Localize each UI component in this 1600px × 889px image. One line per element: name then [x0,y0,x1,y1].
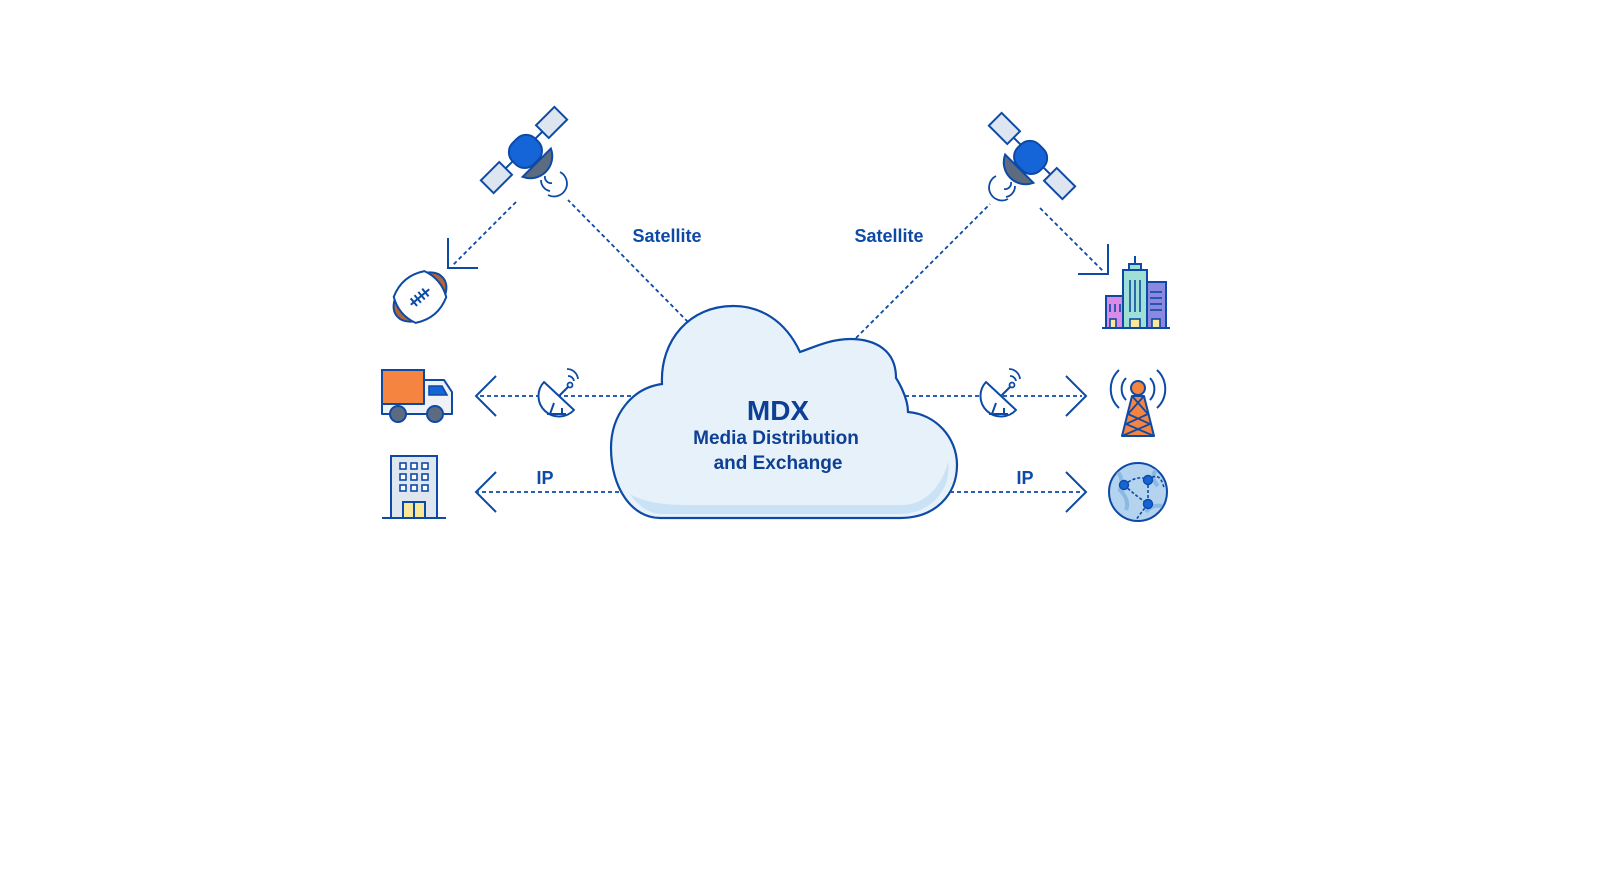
ip-left-label: IP [536,468,553,488]
globe-network-icon [1108,462,1168,522]
line-cloud-to-right-satellite [855,203,991,339]
cloud-subtitle-line2: and Exchange [714,453,843,474]
satellite-signal-icon [540,171,568,198]
cloud-title: MDX [747,395,810,426]
satellite-icon [479,105,569,195]
line-cloud-to-left-satellite [567,199,689,323]
arrow-head-football [447,238,478,269]
ip-right-label: IP [1016,468,1033,488]
satellite-icon [987,111,1077,201]
satellite-left-label: Satellite [632,226,701,246]
line-right-satellite-to-city [1039,207,1105,273]
line-left-satellite-to-football [451,201,517,267]
cloud-subtitle-line1: Media Distribution [693,428,859,449]
arrow-head-tower [1065,375,1088,417]
arrow-head-office [474,471,497,513]
mdx-cloud: MDX Media Distribution and Exchange [609,304,959,520]
cloud-shadow [630,462,949,514]
arrow-heads [447,238,1109,513]
satellite-right-label: Satellite [854,226,923,246]
broadcast-tower-icon [1109,369,1167,437]
dish-antenna-icon [537,367,579,418]
cloud-shape [609,304,959,520]
arrow-head-city [1078,244,1109,275]
dish-antenna-icon [979,367,1021,418]
arrow-head-truck [474,375,497,417]
city-buildings-icon [1102,256,1170,329]
satellite-signal-icon [988,175,1016,202]
truck-icon [381,369,453,423]
football-icon [392,270,448,324]
office-building-icon [382,455,446,519]
arrow-head-globe [1065,471,1088,513]
